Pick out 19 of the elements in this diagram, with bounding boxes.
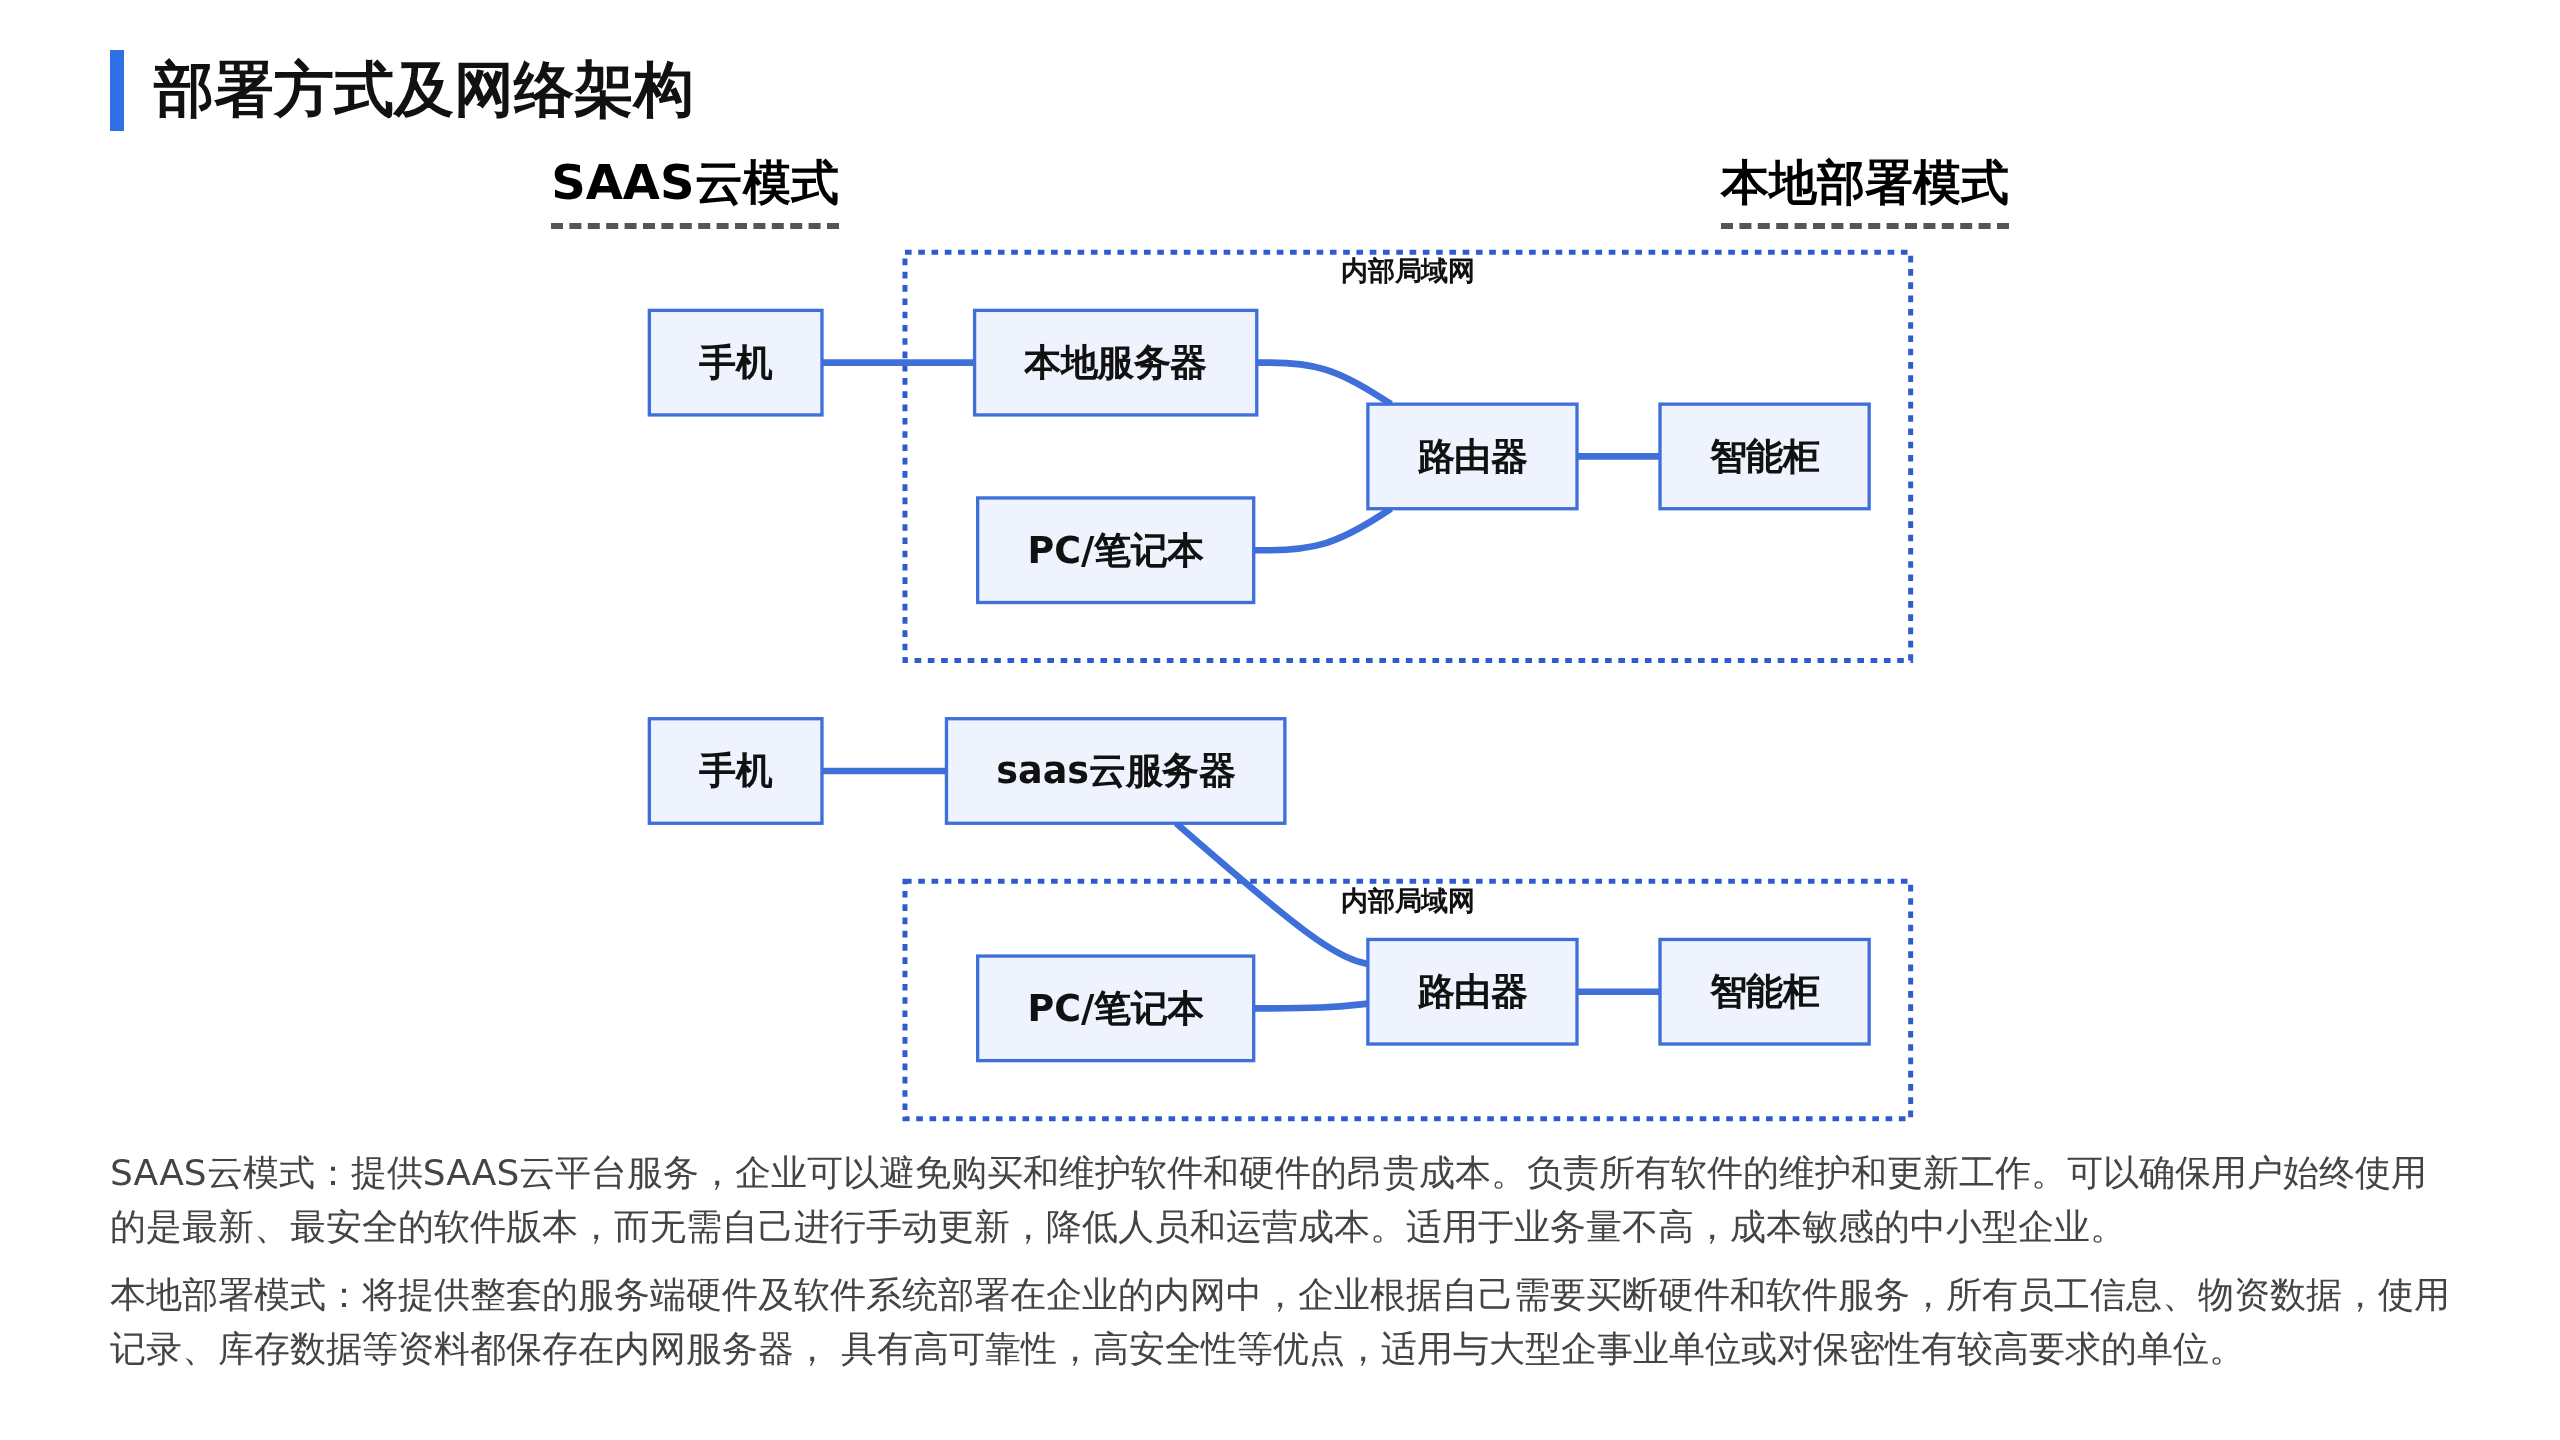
- connector: [821, 767, 947, 775]
- node-box: PC/笔记本: [976, 954, 1256, 1063]
- description-paragraph: 本地部署模式：将提供整套的服务端硬件及软件系统部署在企业的内网中，企业根据自己需要买断硬件和软件服务，所有员工信息、物资数据，使用记录、库存数据等资料都保存在内网服务器， 具有高可靠性，高安全性等优点，适用与大型企事业单位或对保密性有较高要求的单位。: [110, 1273, 2450, 1371]
- node-box: 智能柜: [1658, 402, 1871, 511]
- section-heading: SAAS云模式: [551, 151, 839, 229]
- node-box: 路由器: [1366, 937, 1579, 1046]
- node-box: 智能柜: [1658, 937, 1871, 1046]
- node-box: 本地服务器: [972, 308, 1259, 417]
- node-box: 手机: [647, 308, 824, 417]
- node-box: 手机: [647, 717, 824, 825]
- node-box: 路由器: [1366, 402, 1579, 511]
- node-box: saas云服务器: [944, 717, 1287, 825]
- connector: [1253, 1000, 1369, 1012]
- section-heading: 本地部署模式: [1720, 151, 2009, 229]
- connector: [1577, 453, 1660, 460]
- slide-title: 部署方式及网络架构: [110, 50, 2450, 131]
- connector: [1577, 988, 1660, 996]
- description-paragraph: SAAS云模式：提供SAAS云平台服务，企业可以避免购买和维护软件和硬件的昂贵成本。负责所有软件的维护和更新工作。可以确保用户始终使用的是最新、最安全的软件版本，而无需自己进行手动更新，降低人员和运营成本。适用于业务量不高，成本敏感的中小型企业。: [110, 1151, 2429, 1249]
- node-box: PC/笔记本: [976, 496, 1256, 605]
